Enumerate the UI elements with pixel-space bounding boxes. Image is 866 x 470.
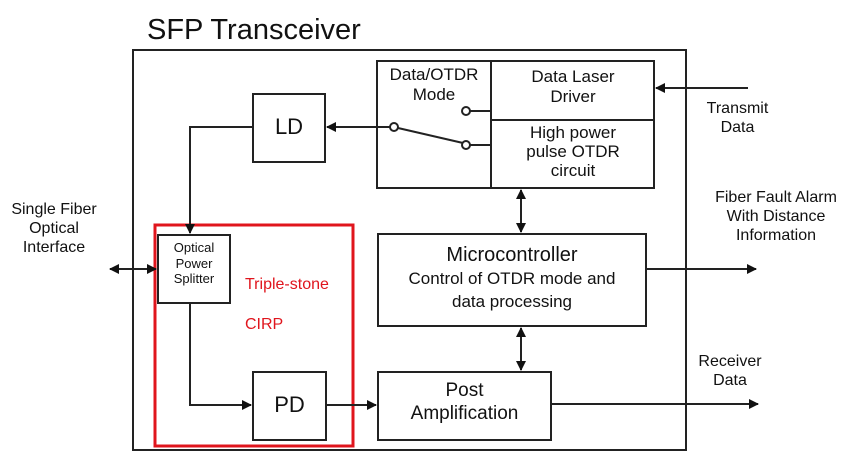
fault-alarm-line3: Information	[735, 227, 817, 245]
triple-stone-highlight-box	[153, 223, 355, 448]
splitter-label: Optical Power Splitter	[158, 240, 230, 287]
data-laser-driver-line1: Data Laser	[531, 67, 615, 86]
sfp-outer-box	[132, 49, 687, 451]
transmit-data-line2: Data	[720, 119, 755, 137]
diagram-title: SFP Transceiver	[147, 14, 361, 46]
fiber-interface-line2: Optical	[29, 220, 79, 238]
fault-alarm-line2: With Distance	[726, 208, 826, 226]
mode-driver-group-box	[376, 60, 655, 189]
transmit-data-line1: Transmit	[706, 100, 769, 117]
receiver-data-label: Receiver Data	[680, 352, 780, 390]
ld-label: LD	[274, 114, 304, 139]
triple-stone-label: Triple-stone	[245, 276, 329, 293]
transmit-data-label: Transmit Data	[685, 99, 790, 137]
fiber-interface-line3: Interface	[22, 239, 86, 257]
splitter-line3: Splitter	[173, 271, 215, 287]
cirp-label: CIRP	[245, 316, 284, 333]
pd-label: PD	[274, 392, 305, 417]
microcontroller-title: Microcontroller	[446, 244, 578, 266]
fiber-interface-line1: Single Fiber	[11, 201, 97, 218]
fault-alarm-label: Fiber Fault Alarm With Distance Informat…	[686, 188, 866, 246]
switch-contact-otdr	[461, 140, 471, 150]
microcontroller-label: Microcontroller Control of OTDR mode and…	[378, 244, 646, 311]
fiber-interface-label: Single Fiber Optical Interface	[0, 200, 108, 258]
mode-switch-line2: Mode	[412, 84, 456, 104]
switch-pivot	[389, 122, 399, 132]
arrow-splitter-to-pd	[189, 303, 252, 410]
splitter-line2: Power	[175, 255, 213, 271]
receiver-data-line2: Data	[713, 372, 747, 390]
switch-contact-data	[461, 106, 471, 116]
post-amp-line2: Amplification	[410, 402, 519, 424]
otdr-circuit-line2: pulse OTDR	[526, 142, 620, 162]
mode-switch-line1: Data/OTDR	[389, 65, 479, 84]
microcontroller-desc-line2: data processing	[451, 291, 573, 311]
mode-switch-label: Data/OTDR Mode	[378, 65, 490, 104]
post-amp-box	[377, 371, 552, 441]
otdr-circuit-line1: High power	[530, 123, 616, 142]
microcontroller-desc-line1: Control of OTDR mode and	[408, 269, 616, 288]
switch-arm	[397, 127, 464, 144]
post-amp-line1: Post	[445, 380, 484, 401]
splitter-box	[157, 234, 231, 304]
otdr-circuit-label: High power pulse OTDR circuit	[492, 123, 654, 180]
post-amp-label: Post Amplification	[378, 380, 551, 426]
arrow-ld-to-splitter	[185, 126, 253, 234]
fault-alarm-line1: Fiber Fault Alarm	[715, 189, 837, 206]
microcontroller-box	[377, 233, 647, 327]
splitter-line1: Optical	[173, 240, 215, 255]
receiver-data-line1: Receiver	[698, 353, 762, 370]
data-laser-driver-line2: Driver	[550, 86, 596, 106]
otdr-circuit-line3: circuit	[550, 161, 596, 181]
data-laser-driver-label: Data Laser Driver	[492, 67, 654, 106]
